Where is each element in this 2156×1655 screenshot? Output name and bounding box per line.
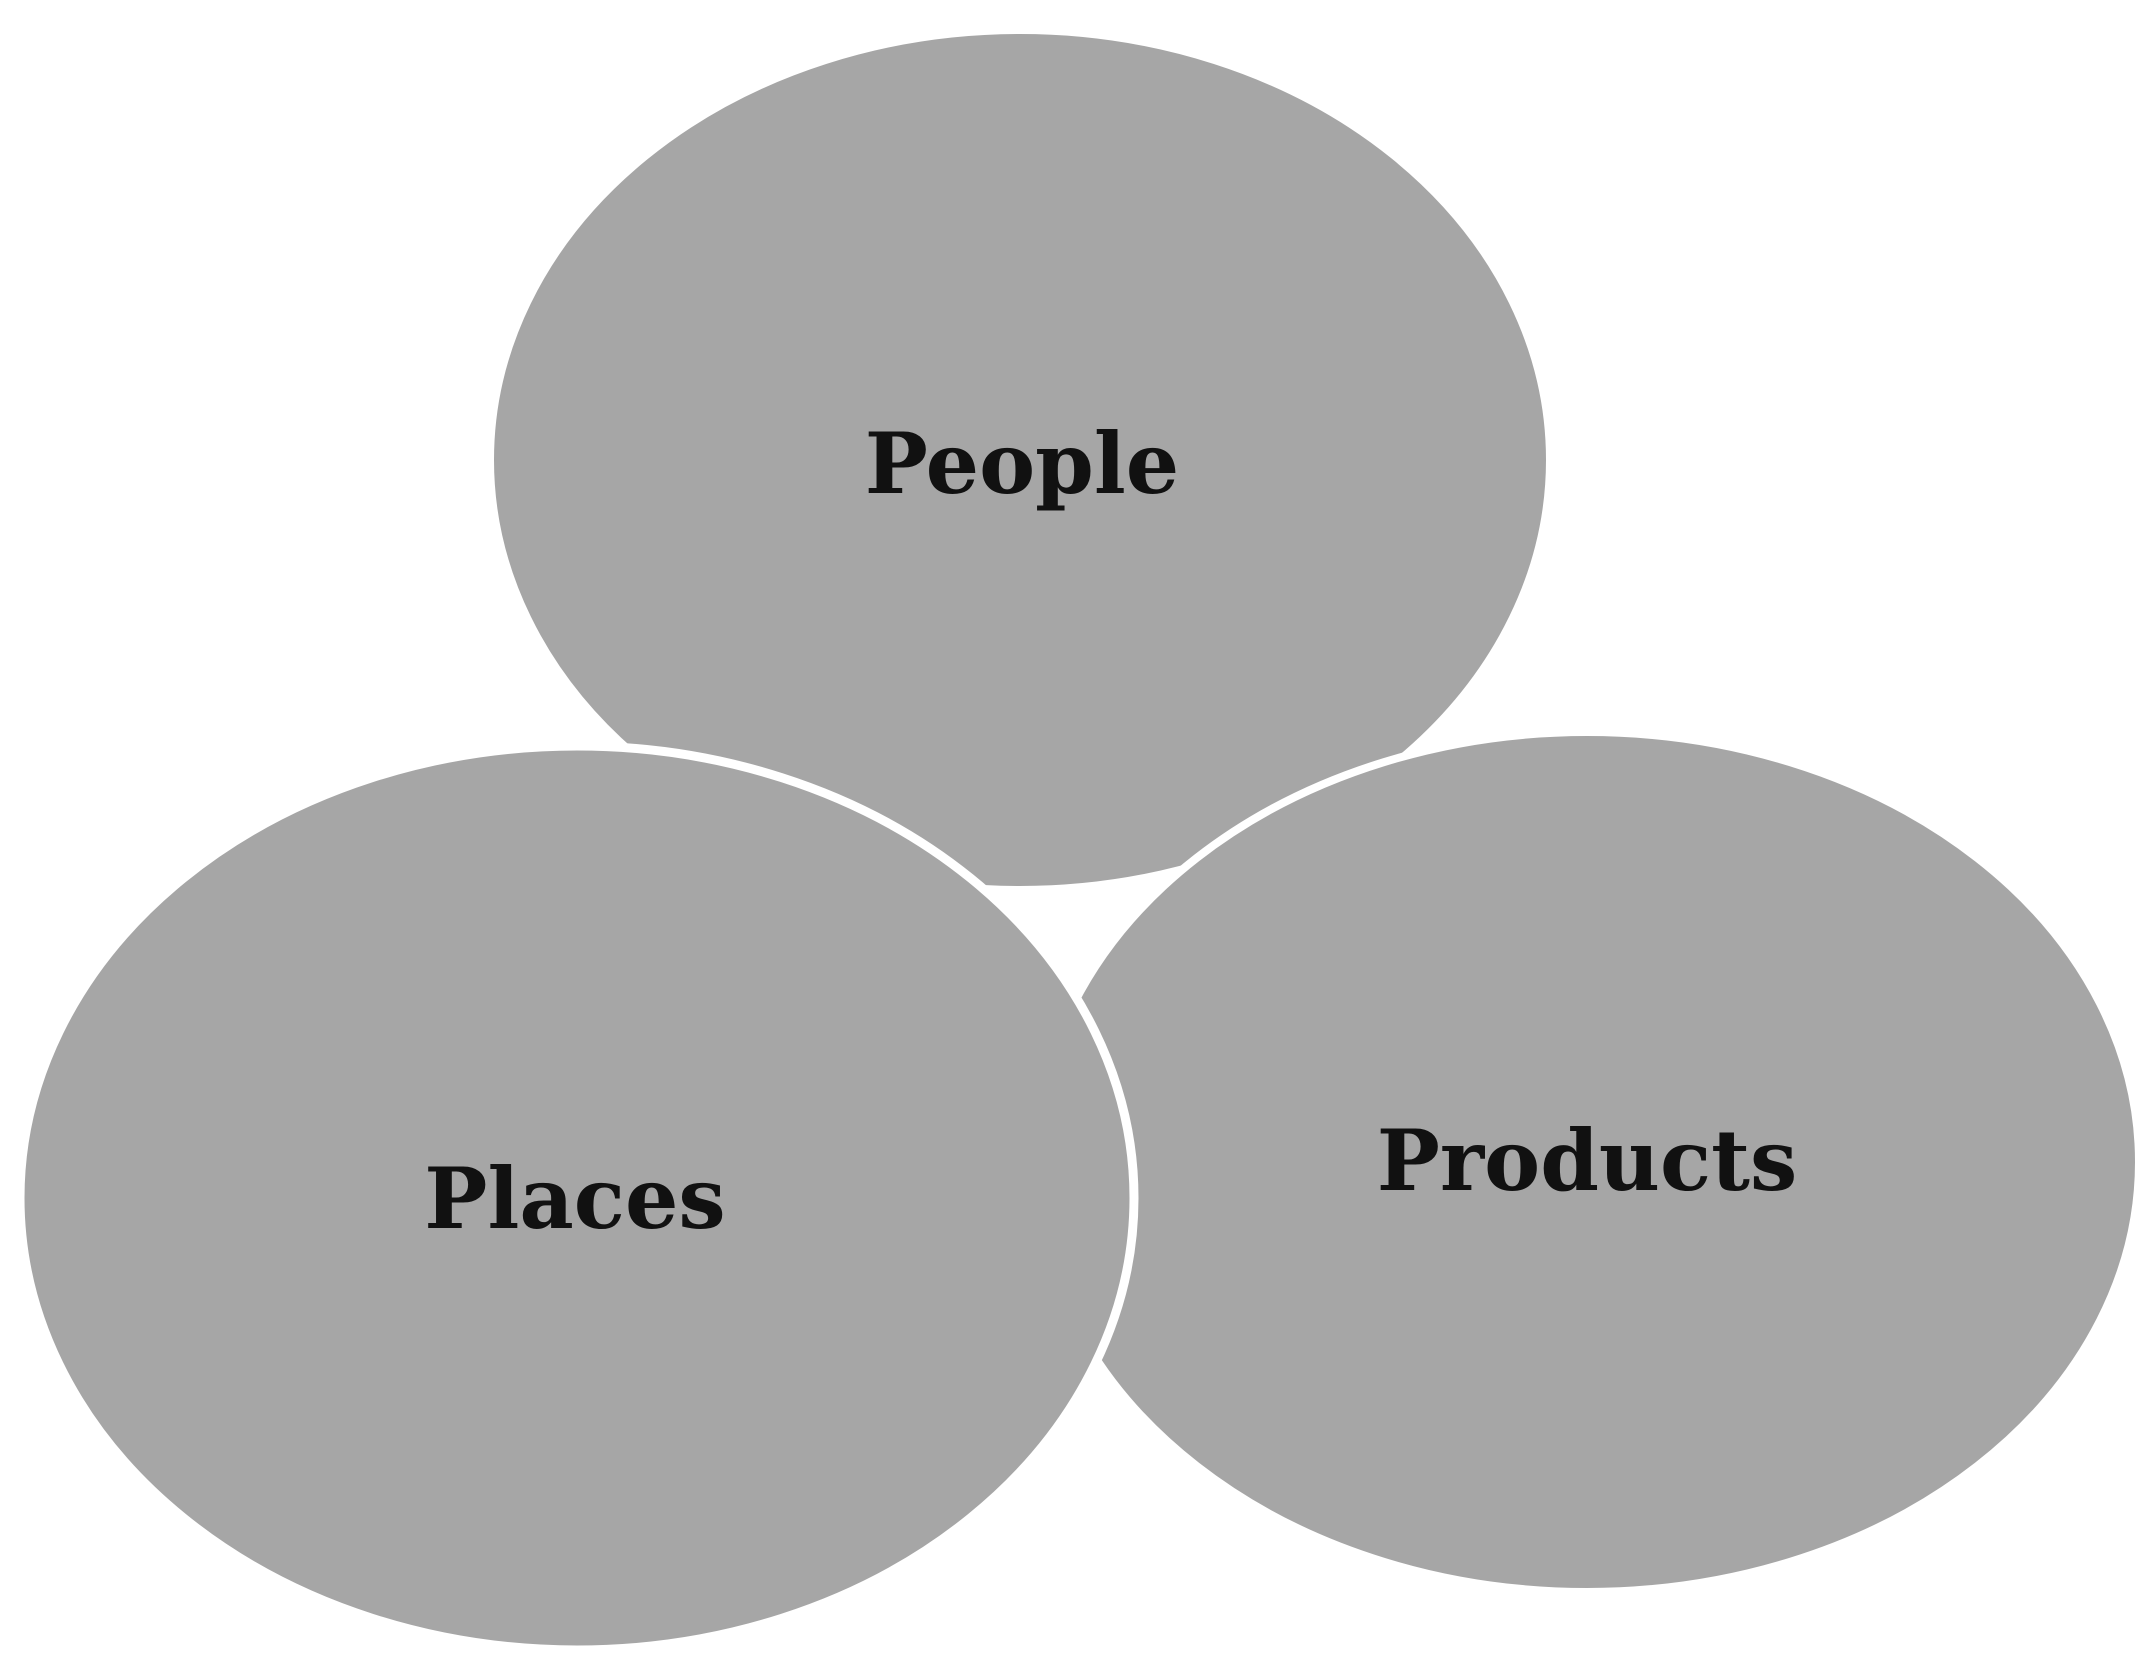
people-circle [486, 26, 1554, 894]
people-label: People [865, 414, 1179, 513]
places-circle [15, 741, 1139, 1655]
products-label: Products [1377, 1111, 1798, 1210]
places-label: Places [424, 1149, 725, 1248]
